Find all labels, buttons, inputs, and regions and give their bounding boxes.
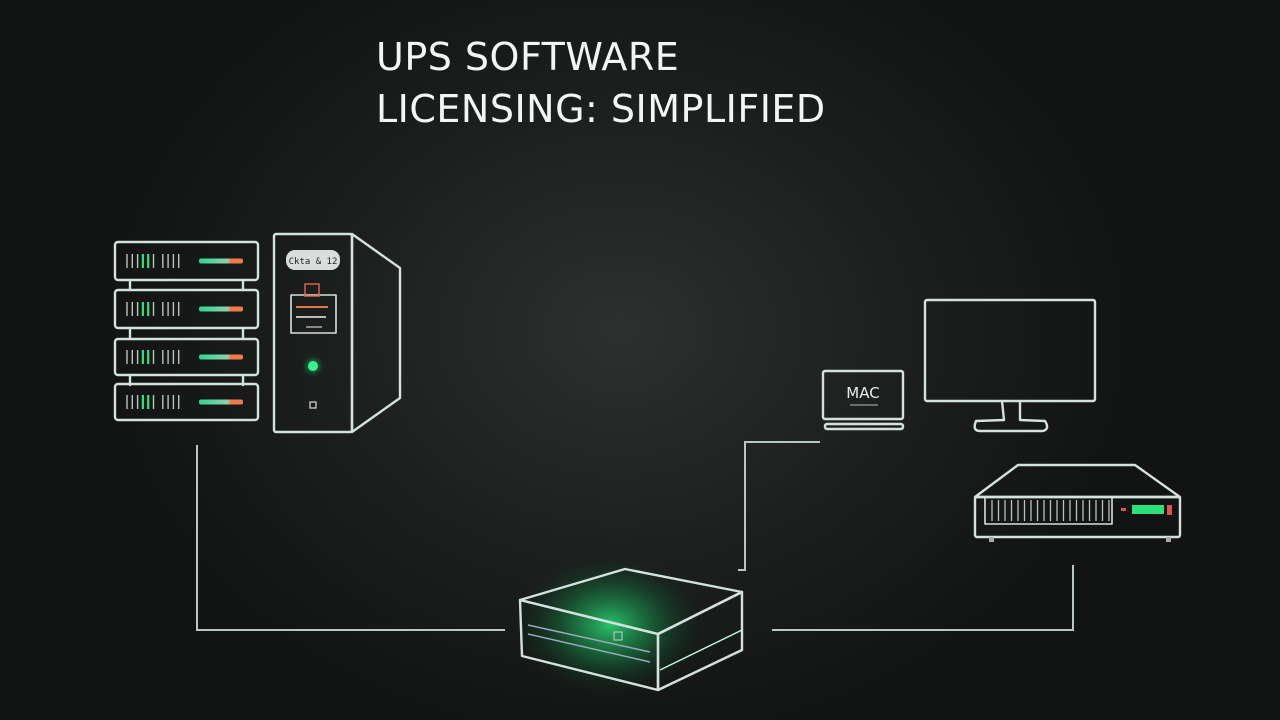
connection-wires <box>196 441 1074 631</box>
load-bar <box>199 258 243 264</box>
rack-unit <box>113 288 260 330</box>
rack-unit <box>113 240 260 282</box>
load-bar <box>199 306 243 312</box>
load-bar <box>199 354 243 360</box>
network-hub-icon <box>515 555 744 695</box>
battery-level-leds <box>1132 505 1164 514</box>
laptop-icon: MAC <box>821 369 905 431</box>
ups-unit-icon <box>973 463 1182 542</box>
laptop-screen-text: MAC <box>846 384 879 402</box>
title-line-2: LICENSING: SIMPLIFIED <box>376 87 826 131</box>
load-bar <box>199 399 243 405</box>
server-tower-label: Ckta & 12 <box>289 257 338 267</box>
monitor-icon <box>923 298 1097 433</box>
power-led <box>308 361 318 371</box>
rack-unit <box>113 337 260 377</box>
rack-unit <box>113 382 260 422</box>
server-rack-icon <box>113 240 260 422</box>
server-tower-icon: Ckta & 12 <box>272 232 402 434</box>
title-line-1: UPS SOFTWARE <box>376 35 680 79</box>
